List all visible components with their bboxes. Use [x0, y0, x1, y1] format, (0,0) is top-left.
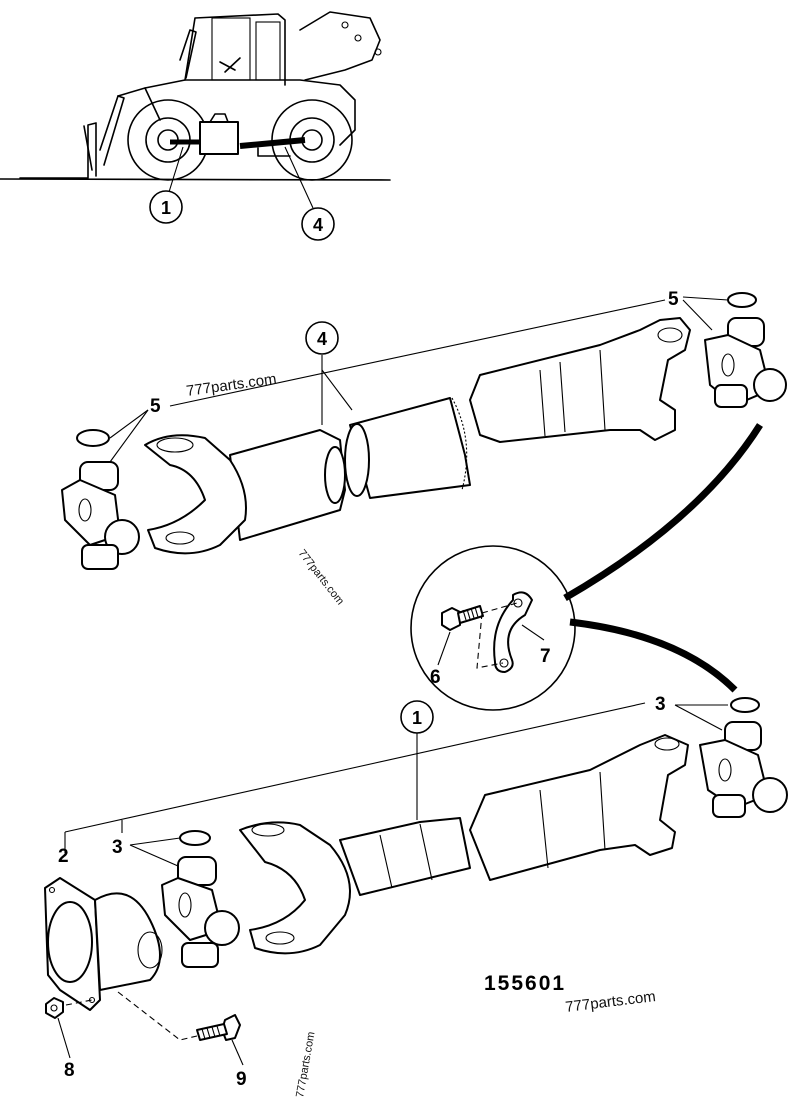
front-propshaft-assembly: 1 3 3 2 — [44, 694, 788, 1090]
label-5-top-right: 5 — [668, 289, 679, 310]
drawing-reference-number: 155601 — [484, 972, 566, 995]
fastener-alignment — [65, 991, 198, 1041]
label-3-right: 3 — [655, 694, 666, 715]
watermark-middle: 777parts.com — [296, 547, 346, 607]
overview-callout-4: 4 — [284, 146, 335, 241]
upper-slip-yoke — [469, 317, 691, 443]
bolt-6 — [441, 605, 484, 631]
lower-tube-middle — [339, 817, 471, 896]
telehandler-overview: 1 4 — [0, 11, 391, 241]
lower-fixed-yoke — [239, 821, 351, 955]
driveline — [170, 113, 306, 157]
label-8: 8 — [64, 1060, 75, 1081]
pointer-arc-lower — [569, 618, 738, 693]
forks — [19, 95, 125, 179]
label-2: 2 — [58, 846, 69, 867]
leader-5-top — [169, 299, 666, 407]
callout-1: 1 — [400, 700, 434, 820]
ground-line — [0, 178, 391, 181]
bolt-9 — [196, 1014, 241, 1041]
leader-3-top — [64, 702, 646, 833]
callout-4: 4 — [305, 321, 353, 425]
callout-4-label: 4 — [317, 329, 327, 349]
rear-propshaft-assembly: 4 5 5 — [61, 289, 787, 570]
label-3-left: 3 — [112, 837, 123, 858]
overview-callout-1-label: 1 — [161, 198, 171, 218]
watermark-bottom: 777parts.com — [294, 1031, 317, 1099]
pointer-arc-upper — [563, 423, 763, 602]
upper-right-universal-joint — [704, 292, 787, 408]
watermark-bottom-right: 777parts.com — [564, 988, 656, 1016]
flange-yoke-2 — [44, 877, 163, 1011]
label-6: 6 — [430, 667, 441, 688]
overview-callout-1: 1 — [149, 146, 184, 224]
lower-left-universal-joint — [161, 830, 240, 968]
nut-8 — [45, 997, 64, 1019]
cab — [144, 13, 356, 146]
label-5-top-left: 5 — [150, 396, 161, 417]
leader-2-3 — [64, 820, 123, 853]
upper-fixed-yoke — [144, 434, 247, 555]
boom — [117, 11, 381, 121]
upper-tube-left — [229, 429, 346, 541]
callout-1-label: 1 — [412, 708, 422, 728]
lower-slip-yoke — [469, 734, 689, 881]
watermark-upper: 777parts.com — [185, 370, 277, 399]
strap-detail-inset: 6 7 — [410, 545, 576, 711]
upper-tube-middle — [349, 397, 471, 499]
upper-left-universal-joint — [61, 429, 140, 570]
overview-callout-4-label: 4 — [313, 215, 323, 235]
label-9: 9 — [236, 1069, 247, 1090]
strap-7 — [493, 591, 533, 673]
lower-right-universal-joint — [699, 697, 788, 818]
label-7: 7 — [540, 646, 551, 667]
